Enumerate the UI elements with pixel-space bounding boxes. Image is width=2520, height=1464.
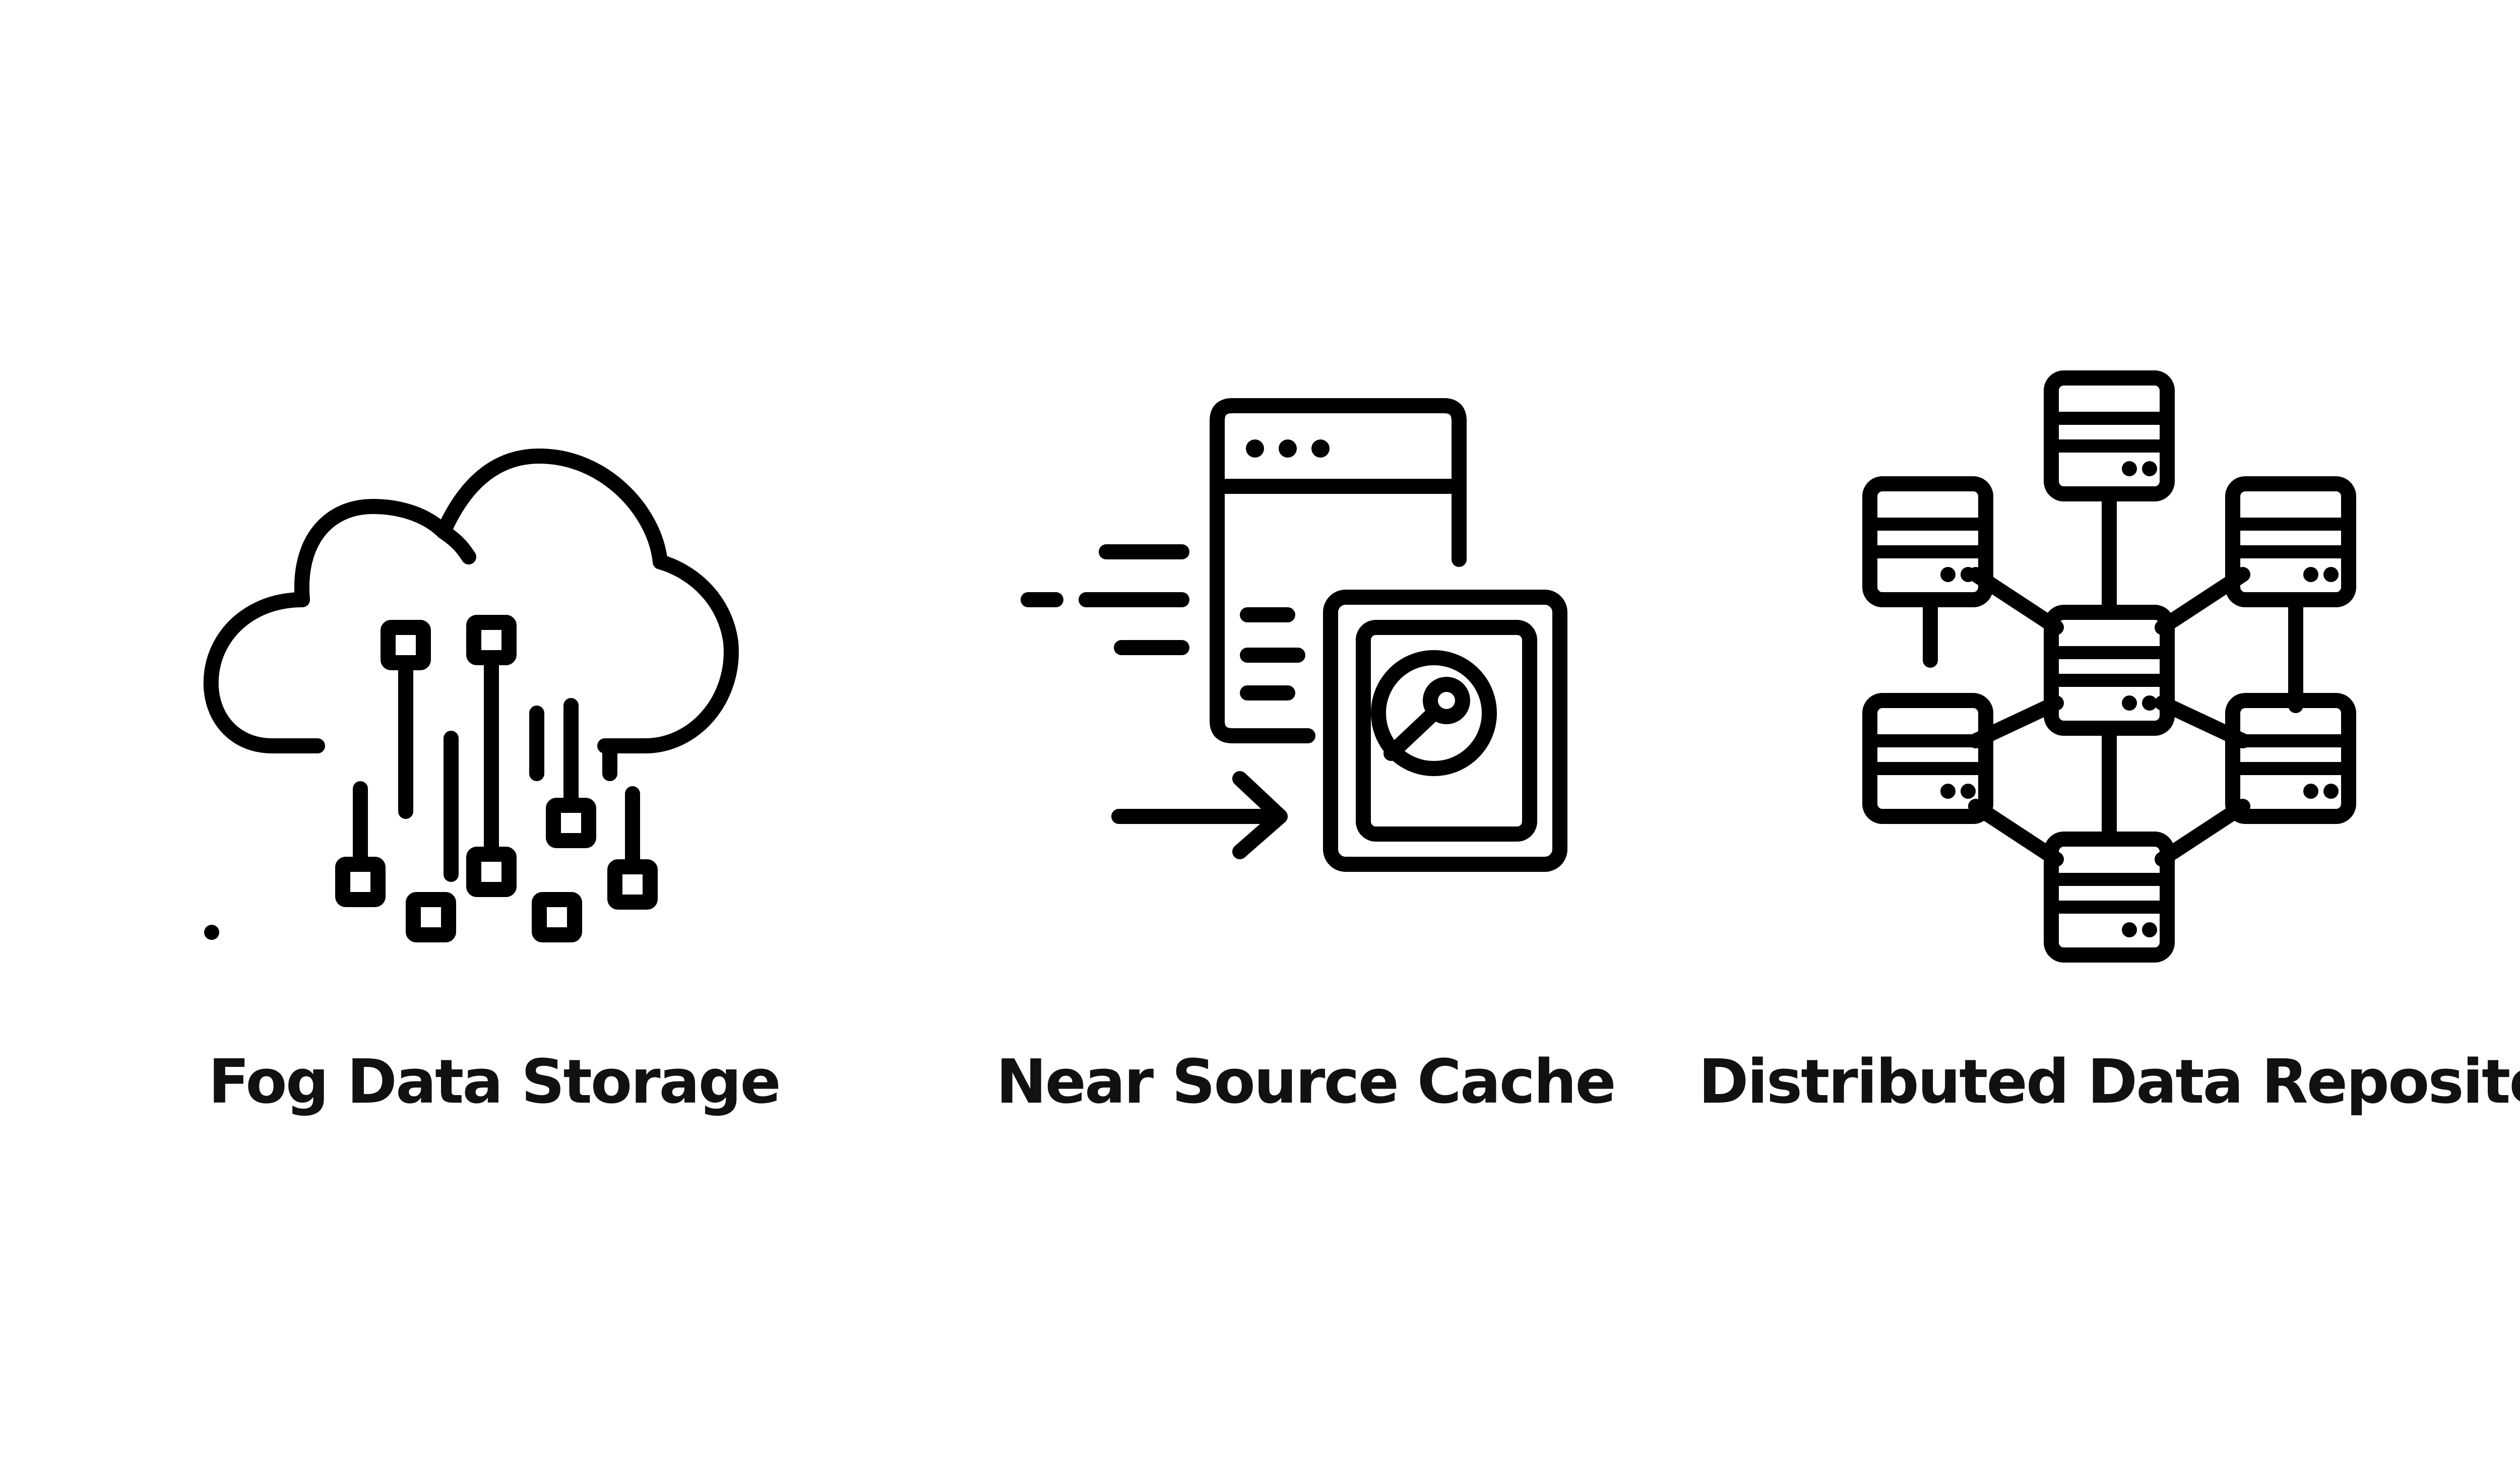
browser-dot xyxy=(1246,439,1264,458)
drive-arm xyxy=(1391,713,1434,753)
fog-data-storage-icon xyxy=(212,370,774,947)
server-bottom xyxy=(2051,839,2167,955)
distributed-data-repository-icon xyxy=(1840,370,2379,963)
browser-dot xyxy=(1311,439,1330,458)
drive-platter xyxy=(1378,658,1489,769)
circuit-node xyxy=(539,900,575,935)
near-source-cache-label: Near Source Cache xyxy=(996,1047,1616,1117)
drive-spindle xyxy=(1430,684,1463,717)
fog-data-storage-label: Fog Data Storage xyxy=(208,1047,781,1117)
browser-window xyxy=(1217,406,1459,736)
server-top xyxy=(2051,378,2167,494)
drive-inner xyxy=(1363,627,1530,834)
server-upper-left xyxy=(1870,484,1986,600)
server-lower-left xyxy=(1870,701,1986,816)
browser-dot xyxy=(1279,439,1297,458)
server-lower-right xyxy=(2233,701,2349,816)
cloud-shape xyxy=(211,456,731,746)
arrow-head xyxy=(1240,779,1280,852)
circuit-node xyxy=(413,900,449,935)
server-upper-right xyxy=(2233,484,2349,600)
cloud-inner-curve xyxy=(444,532,469,557)
server-center xyxy=(2051,612,2167,728)
near-source-cache-icon xyxy=(1016,398,1570,882)
circuit-icon xyxy=(212,370,774,947)
drive-outer xyxy=(1331,597,1560,864)
distributed-data-repository-label: Distributed Data Repository xyxy=(1698,1047,2520,1117)
